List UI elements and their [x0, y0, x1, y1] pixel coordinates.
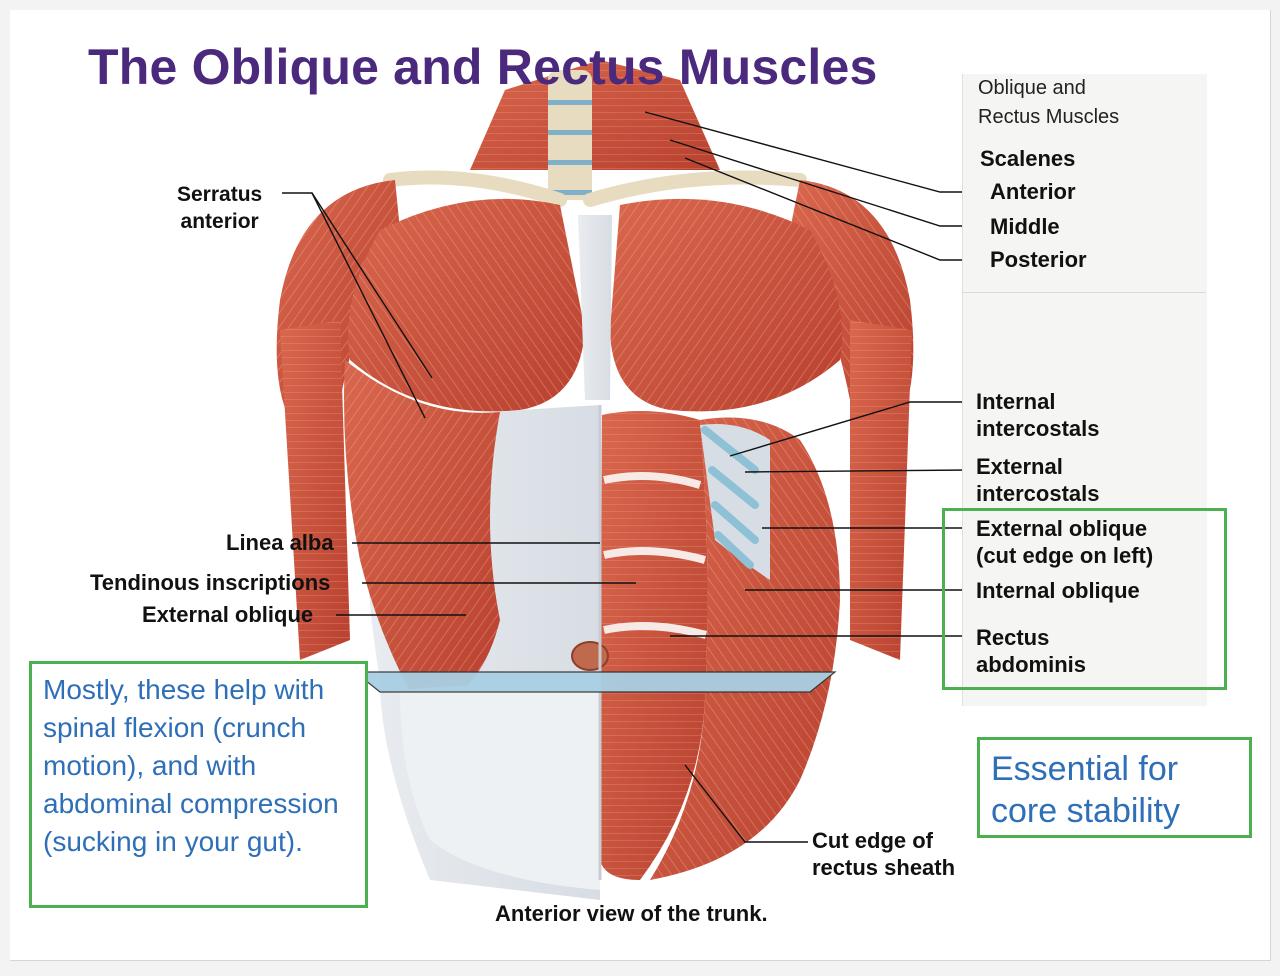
- reference-panel: [962, 74, 1207, 706]
- highlight-box-abdominal-muscles: [942, 508, 1227, 690]
- section-plane: [353, 671, 837, 693]
- label-tendinous-inscriptions: Tendinous inscriptions: [90, 570, 331, 595]
- label-external-intercostals: External intercostals: [976, 454, 1100, 506]
- label-rectus-abdominis: Rectus abdominis: [976, 625, 1087, 677]
- panel-heading: Oblique and Rectus Muscles: [978, 77, 1120, 128]
- label-serratus-anterior: Serratus anterior: [177, 183, 263, 233]
- label-internal-intercostals: Internal intercostals: [976, 389, 1100, 441]
- cervical-spine: [548, 70, 592, 200]
- label-linea-alba: Linea alba: [226, 530, 334, 555]
- label-scalenes: Scalenes: [980, 146, 1076, 171]
- label-scalene-middle: Middle: [990, 214, 1060, 239]
- label-scalene-anterior: Anterior: [990, 179, 1076, 204]
- label-scalene-posterior: Posterior: [990, 247, 1087, 272]
- label-external-oblique-left: External oblique: [142, 602, 314, 627]
- note-box-left: [29, 661, 368, 908]
- navel: [571, 641, 609, 671]
- figure-caption: Anterior view of the trunk.: [495, 901, 768, 926]
- label-cut-edge-rectus-sheath: Cut edge of rectus sheath: [812, 828, 956, 880]
- panel-divider: [962, 292, 1206, 293]
- label-internal-oblique: Internal oblique: [976, 578, 1140, 603]
- note-left-text: Mostly, these help with spinal flexion (…: [43, 674, 339, 857]
- slide-title: The Oblique and Rectus Muscles: [88, 39, 878, 95]
- label-external-oblique-right: External oblique (cut edge on left): [976, 516, 1154, 568]
- note-box-right: [977, 737, 1252, 838]
- note-right-text: Essential for core stability: [991, 750, 1180, 830]
